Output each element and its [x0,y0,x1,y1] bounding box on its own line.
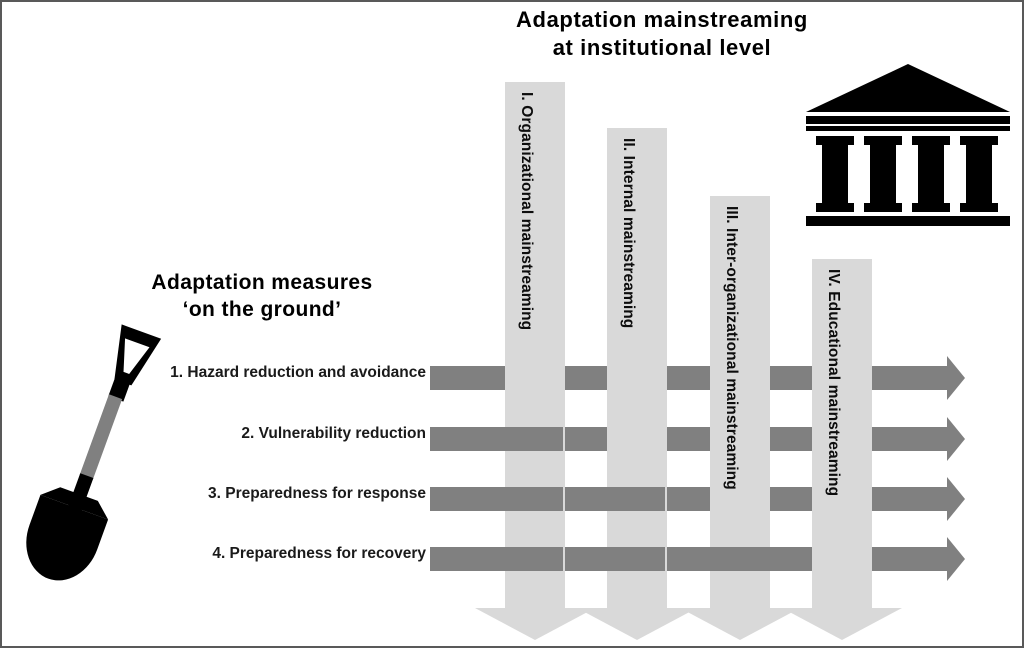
column-II-arrowhead [577,608,697,640]
column-I-label: I. Organizational mainstreaming [518,92,535,331]
column-II-shaft [607,128,667,608]
title-institutional-line2: at institutional level [552,35,772,61]
page-title-institutional: Adaptation mainstreaming at institutiona… [442,6,882,62]
row-1-arrowhead [947,356,965,400]
row-label-4: 4. Preparedness for recovery [212,545,426,562]
institution-building-icon [802,60,1014,230]
title-ground-line1: Adaptation measures [151,271,373,294]
vertical-arrow-column-I: I. Organizational mainstreaming [475,82,595,640]
row-2-arrowhead [947,417,965,461]
page-title-ground: Adaptation measures ‘on the ground’ [82,269,442,324]
row-4-arrowhead [947,537,965,581]
title-institutional-line1: Adaptation mainstreaming [516,7,808,32]
row-4-over-column-I [505,547,563,571]
row-2-over-column-I [505,427,563,451]
row-label-3: 3. Preparedness for response [208,485,426,502]
column-III-label-wrap: III. Inter-organizational mainstreaming [710,196,770,640]
row-4-over-column-III [710,547,770,571]
column-IV-shaft [812,259,872,608]
column-IV-arrowhead [782,608,902,640]
column-III-arrowhead [680,608,800,640]
row-3-over-column-I [505,487,563,511]
column-IV-label-wrap: IV. Educational mainstreaming [812,259,872,640]
vertical-arrow-column-II: II. Internal mainstreaming [577,128,697,640]
row-3-arrowhead [947,477,965,521]
column-II-label: II. Internal mainstreaming [620,138,637,329]
column-III-shaft [710,196,770,608]
row-label-2: 2. Vulnerability reduction [241,425,426,442]
column-IV-label: IV. Educational mainstreaming [825,269,842,497]
row-label-1: 1. Hazard reduction and avoidance [170,364,426,381]
vertical-arrow-column-IV: IV. Educational mainstreaming [782,259,902,640]
column-I-arrowhead [475,608,595,640]
row-4-over-column-II [607,547,665,571]
column-I-shaft [505,82,565,608]
column-III-label: III. Inter-organizational mainstreaming [723,206,740,490]
vertical-arrow-column-III: III. Inter-organizational mainstreaming [680,196,800,640]
row-3-over-column-II [607,487,665,511]
shovel-icon [10,314,170,614]
title-ground-line2: ‘on the ground’ [182,298,342,322]
